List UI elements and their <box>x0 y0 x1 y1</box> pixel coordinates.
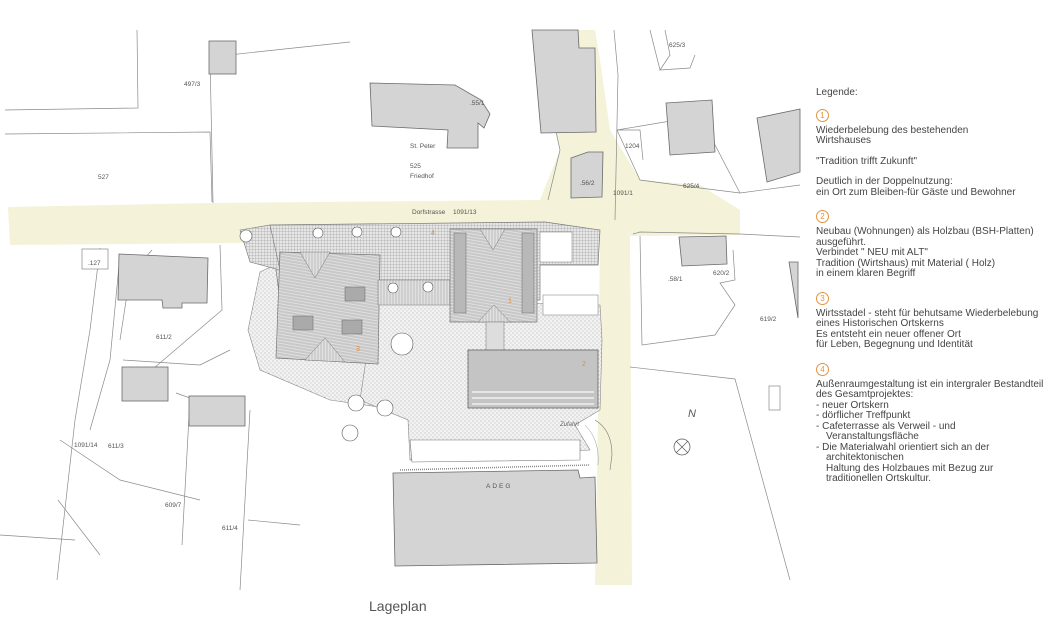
svg-text:611/2: 611/2 <box>156 334 172 341</box>
road-area <box>8 30 740 585</box>
legend-text-line: Wirtshauses <box>816 135 872 146</box>
plan-caption: Lageplan <box>369 598 427 614</box>
trees <box>239 226 434 442</box>
legend-text-line: eines Historischen Ortskerns <box>816 318 944 329</box>
svg-text:609/7: 609/7 <box>165 502 182 509</box>
legend-text-line: Haltung des Holzbaues mit Bezug zur <box>826 462 994 474</box>
svg-text:Dorfstrasse: Dorfstrasse <box>412 209 446 216</box>
svg-text:St. Peter: St. Peter <box>410 143 436 150</box>
legend-text-line: - dörflicher Treffpunkt <box>816 410 911 421</box>
svg-text:.127: .127 <box>88 260 101 267</box>
map-labels: 497/3 527 .55/1 St. Peter 525 Friedhof D… <box>74 42 777 532</box>
legend-text-line: für Leben, Begegnung und Identität <box>816 339 973 350</box>
svg-text:619/2: 619/2 <box>760 316 777 323</box>
legend-text-line: Neubau (Wohnungen) als Holzbau (BSH-Plat… <box>816 226 1034 237</box>
svg-text:1091/1: 1091/1 <box>613 190 633 197</box>
svg-text:Friedhof: Friedhof <box>410 173 434 180</box>
project-site <box>239 221 613 471</box>
legend-text-line: ein Ort zum Bleiben-für Gäste und Bewohn… <box>816 186 1016 198</box>
legend-text-line: architektonischen <box>826 452 904 463</box>
parcel-127-box <box>81 248 109 270</box>
svg-text:625/4: 625/4 <box>683 183 700 190</box>
svg-text:.56/2: .56/2 <box>580 180 595 187</box>
small-structure <box>768 385 781 411</box>
svg-text:611/3: 611/3 <box>108 443 124 450</box>
legend-text-line: Veranstaltungsfläche <box>826 431 919 442</box>
svg-text:497/3: 497/3 <box>184 81 201 88</box>
svg-text:1204: 1204 <box>625 143 640 150</box>
svg-text:ADEG: ADEG <box>486 483 512 490</box>
legend-text-line: Wiederbelebung des bestehenden <box>816 124 969 136</box>
legend-text-line: Deutlich in der Doppelnutzung: <box>816 176 953 187</box>
legend-number-badge: 3 <box>816 291 829 305</box>
legend-text-line: - Die Materialwahl orientiert sich an de… <box>816 441 990 453</box>
svg-text:.55/1: .55/1 <box>470 100 485 107</box>
legend-number-badge: 4 <box>816 362 829 376</box>
legend-text-line: Tradition (Wirtshaus) mit Material ( Hol… <box>816 257 996 269</box>
svg-text:.58/1: .58/1 <box>668 276 683 283</box>
svg-text:Zufahrt: Zufahrt <box>559 422 579 428</box>
site-plan: N 497/3 527 .55/1 St. Peter 525 Friedhof… <box>0 29 801 591</box>
legend-text-line: - neuer Ortskern <box>816 399 889 411</box>
existing-buildings <box>117 29 801 567</box>
legend-text-line: Verbindet " NEU mit ALT" <box>816 247 928 258</box>
legend-text-line: traditionellen Ortskultur. <box>826 473 932 484</box>
north-arrow: N <box>673 408 696 456</box>
svg-text:1091/14: 1091/14 <box>74 442 98 449</box>
legend-number-badge: 1 <box>816 108 829 122</box>
svg-text:620/2: 620/2 <box>713 270 730 277</box>
svg-text:611/4: 611/4 <box>222 525 238 532</box>
svg-text:527: 527 <box>98 174 109 181</box>
legend-text-line: Wirtsstadel - steht für behutsame Wieder… <box>816 307 1039 319</box>
legend-text-line: in einem klaren Begriff <box>816 268 916 279</box>
legend-text-line: ausgeführt. <box>816 236 867 248</box>
legend-text-line: des Gesamtprojektes: <box>816 389 914 400</box>
legend-text-line: Außenraumgestaltung ist ein intergraler … <box>816 378 1044 390</box>
svg-text:525: 525 <box>410 163 421 170</box>
legend-text-line: Es entsteht ein neuer offener Ort <box>816 328 961 340</box>
legend-title: Legende: <box>816 87 858 98</box>
legend-number-badge: 2 <box>816 210 829 223</box>
svg-text:625/3: 625/3 <box>669 42 686 49</box>
svg-text:1: 1 <box>508 298 512 305</box>
svg-text:1091/13: 1091/13 <box>453 209 477 216</box>
legend-text-line: - Cafeterrasse als Verweil - und <box>816 420 956 432</box>
svg-text:4: 4 <box>431 230 435 237</box>
svg-text:N: N <box>688 408 696 420</box>
svg-text:2: 2 <box>582 361 586 368</box>
legend-text-line: "Tradition trifft Zukunft" <box>816 155 918 167</box>
svg-text:3: 3 <box>356 346 360 353</box>
